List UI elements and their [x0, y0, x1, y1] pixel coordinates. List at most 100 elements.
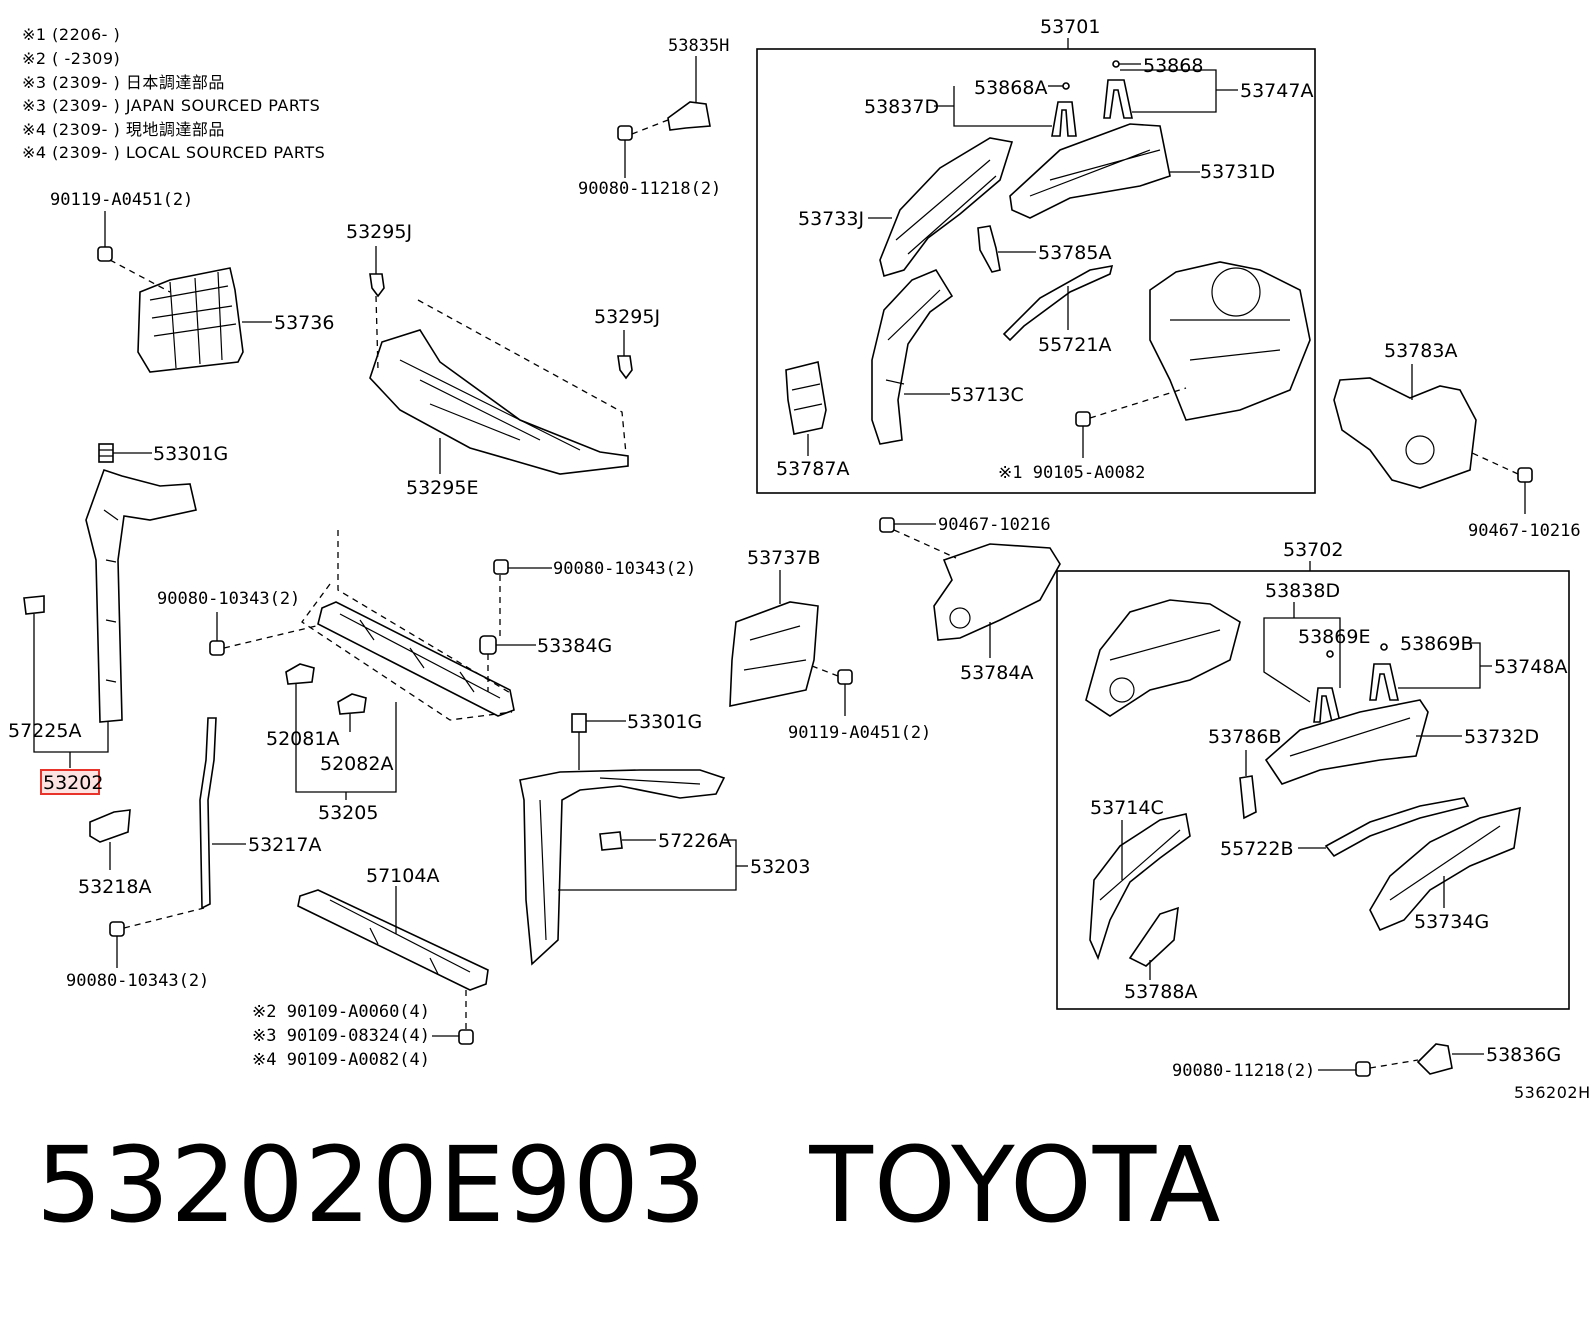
clip-53295j-b[interactable]: [617, 355, 633, 380]
bolt-90467-b[interactable]: [1517, 467, 1533, 483]
label-53736: 53736: [274, 312, 334, 334]
label-53713c: 53713C: [950, 384, 1024, 406]
bracket-52082a[interactable]: [337, 693, 367, 715]
leader-dashed: [631, 119, 669, 135]
clip-53869e[interactable]: [1326, 650, 1334, 658]
part-53217a[interactable]: [199, 717, 217, 910]
leader: [934, 86, 1052, 127]
part-53785a[interactable]: [977, 225, 1001, 273]
part-53702-apron[interactable]: [1085, 599, 1241, 717]
part-53786b[interactable]: [1239, 775, 1257, 820]
label-57104a: 57104A: [366, 865, 439, 887]
part-57104a[interactable]: [297, 889, 489, 991]
strap-53837d[interactable]: [1051, 101, 1077, 137]
part-53731d[interactable]: [1009, 123, 1171, 219]
part-53295e[interactable]: [369, 329, 629, 475]
label-53202[interactable]: 53202: [43, 772, 103, 794]
part-53788a[interactable]: [1128, 906, 1179, 967]
clip-53301g-b[interactable]: [571, 713, 587, 733]
note-2: ※2 ( -2309): [22, 49, 120, 68]
label-53788a: 53788A: [1124, 981, 1197, 1003]
note-3-jp: ※3 (2309- ) 日本調達部品: [22, 73, 225, 92]
clip-53868[interactable]: [1112, 60, 1120, 68]
clip-57225a[interactable]: [23, 595, 45, 615]
label-53734g: 53734G: [1414, 911, 1489, 933]
part-53218a[interactable]: [89, 809, 131, 843]
leader-dashed: [1089, 387, 1187, 419]
label-90080-10343-a: 90080-10343(2): [157, 589, 300, 609]
label-53737b: 53737B: [747, 547, 820, 569]
label-53869e: 53869E: [1298, 626, 1370, 648]
clip-53295j-a[interactable]: [369, 273, 385, 298]
leader-dashed: [223, 625, 317, 649]
part-53205[interactable]: [317, 601, 515, 717]
label-52081a: 52081A: [266, 728, 339, 750]
group-box-53701: [756, 48, 1316, 494]
notes-legend: ※1 (2206- ) ※2 ( -2309) ※3 (2309- ) 日本調達…: [22, 25, 325, 162]
bolt-90080-10343-b[interactable]: [493, 559, 509, 575]
label-53217a: 53217A: [248, 834, 321, 856]
group-box-53702: [1056, 570, 1570, 1010]
diagram-code: 536202H: [1514, 1083, 1591, 1102]
part-53202[interactable]: [85, 468, 197, 723]
strap-53748a[interactable]: [1369, 663, 1399, 701]
bolt-90109[interactable]: [458, 1029, 474, 1045]
part-55721a[interactable]: [1002, 264, 1114, 342]
label-53747a: 53747A: [1240, 80, 1313, 102]
part-53203[interactable]: [519, 769, 726, 966]
bolt-90467-a[interactable]: [879, 517, 895, 533]
bolt-90080-10343-c[interactable]: [109, 921, 125, 937]
part-53714c[interactable]: [1089, 813, 1191, 961]
part-53787a[interactable]: [785, 361, 827, 435]
part-53713c[interactable]: [871, 268, 954, 445]
part-53835h[interactable]: [617, 101, 711, 141]
strap-53747a[interactable]: [1103, 79, 1133, 119]
leader: [558, 839, 737, 891]
label-53868a: 53868A: [974, 77, 1047, 99]
label-90080-11218-a: 90080-11218(2): [578, 179, 721, 199]
label-53785a: 53785A: [1038, 242, 1111, 264]
part-53737b[interactable]: [729, 601, 819, 707]
bracket-52081a[interactable]: [285, 663, 315, 685]
clip-53301g-a[interactable]: [98, 443, 114, 463]
label-53732d: 53732D: [1464, 726, 1539, 748]
leader-dashed: [893, 529, 957, 559]
note-4-jp: ※4 (2309- ) 現地調達部品: [22, 120, 225, 139]
part-53736[interactable]: [137, 267, 244, 373]
label-53384g: 53384G: [537, 635, 612, 657]
part-53783a[interactable]: [1333, 377, 1477, 489]
bolt-90080-10343-a[interactable]: [209, 640, 225, 656]
leader: [33, 614, 109, 753]
part-55722b[interactable]: [1324, 797, 1470, 858]
leader-dashed: [1369, 1059, 1419, 1069]
clip-53869b[interactable]: [1380, 643, 1388, 651]
label-53702: 53702: [1283, 539, 1343, 561]
label-53838d: 53838D: [1265, 580, 1340, 602]
label-53869b: 53869B: [1400, 633, 1473, 655]
label-52082a: 52082A: [320, 753, 393, 775]
bolt-90080-11218-b[interactable]: [1355, 1061, 1371, 1077]
clip-53868a[interactable]: [1062, 82, 1070, 90]
label-90109-08324: ※3 90109-08324(4): [252, 1026, 430, 1046]
label-53701: 53701: [1040, 16, 1100, 38]
part-number-title: 532020E903 TOYOTA: [36, 1124, 1222, 1246]
leader-dashed: [375, 295, 379, 371]
bolt-90119-b[interactable]: [837, 669, 853, 685]
label-53784a: 53784A: [960, 662, 1033, 684]
bolt-90105[interactable]: [1075, 411, 1091, 427]
label-55722b: 55722B: [1220, 838, 1293, 860]
clip-57226a[interactable]: [599, 831, 623, 851]
strap-53838d[interactable]: [1313, 687, 1342, 723]
part-53784a[interactable]: [933, 543, 1061, 641]
label-53786b: 53786B: [1208, 726, 1281, 748]
part-53732d[interactable]: [1264, 699, 1429, 785]
leader: [1120, 69, 1238, 113]
part-53836g[interactable]: [1416, 1043, 1453, 1075]
note-1: ※1 (2206- ): [22, 25, 120, 44]
nut-53384g[interactable]: [479, 635, 497, 655]
part-53734g[interactable]: [1369, 806, 1521, 932]
part-53733j[interactable]: [879, 137, 1014, 278]
part-53731-apron[interactable]: [1149, 261, 1311, 421]
